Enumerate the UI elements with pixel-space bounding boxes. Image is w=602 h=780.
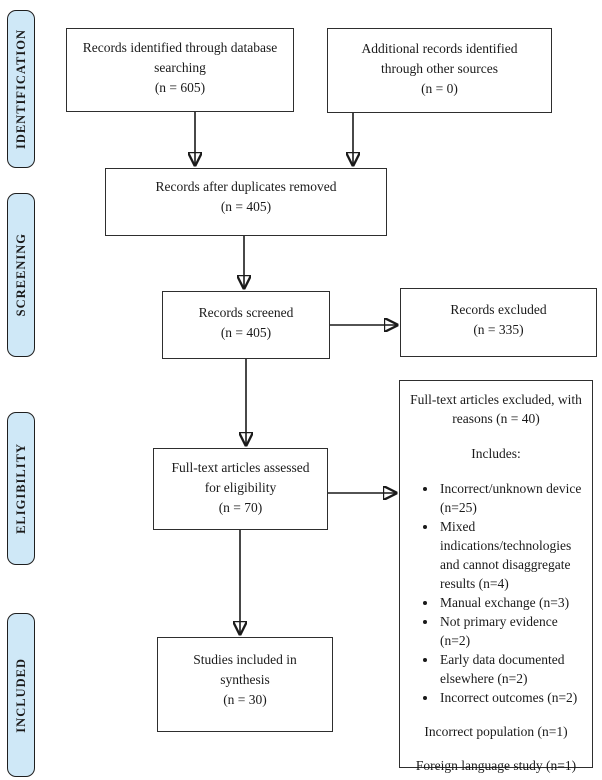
exclusion-reason-item: Incorrect/unknown device (n=25)	[438, 479, 584, 517]
exclusion-includes-label: Includes:	[471, 446, 521, 461]
stage-label-eligibility-text: ELIGIBILITY	[13, 443, 28, 534]
stage-label-eligibility: ELIGIBILITY	[7, 412, 35, 565]
exclusion-footnote: Foreign language study (n=1)	[415, 758, 577, 773]
exclusion-title: Full-text articles excluded, with reason…	[410, 392, 582, 426]
node-studies-included-synthesis: Studies included in synthesis (n = 30)	[157, 637, 333, 732]
stage-label-included-text: INCLUDED	[13, 657, 28, 733]
exclusion-footnote: Incorrect population (n=1)	[424, 724, 568, 739]
node-records-identified-database: Records identified through database sear…	[66, 28, 294, 112]
exclusion-reason-item: Incorrect outcomes (n=2)	[438, 688, 584, 707]
stage-label-screening: SCREENING	[7, 193, 35, 357]
node-additional-records-other-sources: Additional records identified through ot…	[327, 28, 552, 113]
exclusion-reason-item: Early data documented elsewhere (n=2)	[438, 650, 584, 688]
stage-label-included: INCLUDED	[7, 613, 35, 777]
exclusion-reason-list: Incorrect/unknown device (n=25) Mixed in…	[408, 479, 584, 707]
node-records-excluded: Records excluded (n = 335)	[400, 288, 597, 357]
exclusion-reason-item: Mixed indications/technologies and canno…	[438, 517, 584, 593]
node-records-after-duplicates-removed: Records after duplicates removed (n = 40…	[105, 168, 387, 236]
node-fulltext-assessed: Full-text articles assessed for eligibil…	[153, 448, 328, 530]
node-fulltext-excluded-reasons: Full-text articles excluded, with reason…	[399, 380, 593, 773]
stage-label-screening-text: SCREENING	[13, 233, 28, 317]
exclusion-reason-item: Manual exchange (n=3)	[438, 593, 584, 612]
stage-label-identification-text: IDENTIFICATION	[13, 28, 28, 150]
node-records-screened: Records screened (n = 405)	[162, 291, 330, 359]
stage-label-identification: IDENTIFICATION	[7, 10, 35, 168]
exclusion-reason-item: Not primary evidence (n=2)	[438, 612, 584, 650]
